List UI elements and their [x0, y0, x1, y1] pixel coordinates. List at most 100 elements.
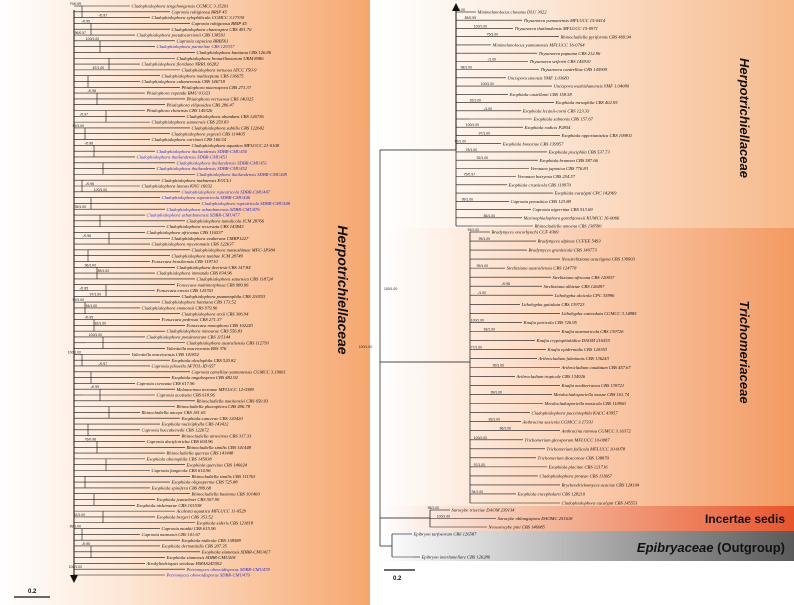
right-taxon-arthrocladium-caudatum-cbs-457-67: Arthrocladium caudatum CBS 457.67: [561, 365, 632, 370]
right-support-value: 83/1.00: [489, 418, 500, 422]
left-taxon-cladophialophora-africanus-cbs-116537: Cladophialophora africanus CBS 116537: [147, 230, 224, 235]
left-support-value: 99/1.00: [73, 124, 84, 128]
left-taxon-cladophialophora-tumbae-jcm-28749: Cladophialophora tumbae JCM 28749: [172, 253, 244, 258]
left-support-value: -/0.97: [79, 112, 88, 116]
right-taxon-metulocladosporiella-musicola-cbs-110960: Metulocladosporiella musicola CBS 110960: [544, 401, 627, 406]
right-support-value: 99/1.00: [479, 237, 490, 241]
right-taxon-bryckendrickomyces-acaciae-cbs-124104: Bryckendrickomyces acaciae CBS 124104: [562, 483, 640, 488]
right-tree: Minimelanolocus clavatus DLU 302298/1.00…: [359, 8, 640, 560]
right-taxon-bradymyces-alpinus-ccfee-5493: Bradymyces alpinus CCFEE 5493: [538, 239, 602, 244]
right-support-value: 99/1.00: [462, 197, 473, 201]
right-taxon-neostrelitziana-acaciigena-cbs-139903: Neostrelitziana acaciigena CBS 139903: [561, 257, 636, 262]
right-taxon-exophiala-radicis-p2854: Exophiala radicis P2854: [524, 125, 572, 130]
left-support-value: 95/1.00: [75, 205, 86, 209]
right-panel-trichomeriaceae-band: [380, 228, 794, 506]
right-taxon-lithohypha-aloicola-cpc-35996: Lithohypha aloicola CPC 35996: [554, 293, 616, 298]
left-support-value: 100/1.00: [89, 333, 102, 337]
left-taxon-petriomyces-obovoidisporus-sdbr-cmu479: Petriomyces obovoidisporus SDBR-CMU479: [166, 573, 251, 578]
left-taxon-cladophialophora-rupestricola-sdbr-cmu446: Cladophialophora rupestricola SDBR-CMU44…: [162, 195, 251, 200]
left-taxon-capronia-mansonii-cbs-101-67: Capronia mansonii CBS 101.67: [142, 532, 201, 537]
left-support-value: -/0.95: [81, 542, 90, 546]
left-taxon-exophiala-cancerae-cbs-120420: Exophiala cancerae CBS 120420: [181, 416, 244, 421]
left-support-value: -/0.97: [98, 362, 107, 366]
left-taxon-phialophora-expanda-bmu-01323: Phialophora expanda BMU 01323: [146, 91, 211, 96]
right-taxon-thysanorea-papuana-cbs-212-96: Thysanorea papuana CBS 212.96: [539, 51, 602, 56]
left-taxon-exophiala-siamensis-sdbr-cmu418: Exophiala siamensis SDBR-CMU418: [166, 555, 237, 560]
left-taxon-capronia-munkii-cbs-615-96: Capronia munkii CBS 615.96: [162, 526, 217, 531]
right-panel-epibryaceae-band: [380, 531, 794, 561]
left-taxon-cladophialophora-multiseptata-cbs-136675: Cladophialophora multiseptata CBS 136675: [162, 73, 245, 78]
right-taxon-capronia-parasitica-cbs-123-88: Capronia parasitica CBS 123.88: [511, 199, 572, 204]
left-support-value: 52/1.00: [74, 513, 85, 517]
left-taxon-exophiala-spinifera-cbs-899-68: Exophiala spinifera CBS 899.68: [151, 486, 212, 491]
right-support-value: 94/1.00: [472, 490, 483, 494]
left-taxon-capronia-buccabenedii-cbs-122672: Capronia buccabenedii CBS 122672: [142, 427, 210, 432]
right-support-value: 99/1.00: [455, 140, 466, 144]
left-support-value: 100/1.00: [94, 188, 107, 192]
left-taxon-cladophialophora-rupestricola-sdbr-cmu447: Cladophialophora rupestricola SDBR-CMU44…: [182, 189, 271, 194]
left-taxon-cladophialophora-thailandensis-sdbr-cmu453: Cladophialophora thailandensis SDBR-CMU4…: [137, 155, 228, 160]
right-taxon-strelitziana-albiziae-cbs-126497: Strelitziana albiziae CBS 126497: [544, 284, 606, 289]
left-taxon-rhinocladiella-phaeophora-cbs-496-78: Rhinocladiella phaeophora CBS 496.78: [176, 404, 251, 409]
right-taxon-bradymyces-graniticola-cbs-140773: Bradymyces graniticola CBS 140773: [529, 248, 598, 253]
left-support-value: 82/1.00: [95, 321, 106, 325]
right-taxon-exophiala-salmonis-cbs-157-67: Exophiala salmonis CBS 157.67: [533, 117, 594, 122]
right-support-value: -/1.00: [487, 57, 496, 61]
right-taxon-veronaea-japonica-cbs-776-83: Veronaea japonica CBS 776.83: [531, 166, 589, 171]
left-taxon-valentiella-maceioensis-bss-376: Valentiella maceioensis BSS 376: [167, 346, 228, 351]
right-taxon-trichomerium-gleosporum-mflucc-10-0087: Trichomerium gleosporum MFLUCC 10-0087: [525, 437, 611, 442]
left-clade-label: Herpotrichiellaceae: [335, 225, 351, 354]
left-support-value: -/0.98: [87, 89, 96, 93]
left-tree: Cladophialophora tengchongensis CGMCC 3.…: [68, 2, 291, 578]
left-taxon-cladophialophora-psammophila-cbs-110553: Cladophialophora psammophila CBS 110553: [182, 294, 266, 299]
right-internal-support: 100/1.00: [384, 287, 397, 291]
right-taxon-exophiala-opportunistica-cbs-109811: Exophiala opportunistica CBS 109811: [561, 133, 633, 138]
left-taxon-phialophora-ellipsoidea-cbs-286-47: Phialophora ellipsoidea CBS 286.47: [166, 102, 235, 107]
left-taxon-cladophialophora-saturnica-cbs-118724: Cladophialophora saturnica CBS 118724: [197, 276, 274, 281]
left-taxon-exophiala-siamensis-sdbr-cmu417: Exophiala siamensis SDBR-CMU417: [201, 549, 272, 554]
right-taxon-knufia-marmoricola-cbs-139726: Knufia marmoricola CBS 139726: [561, 329, 625, 334]
left-support-value: -/0.98: [84, 141, 93, 145]
left-taxon-cladophialophora-floridana-nrrl-66282: Cladophialophora floridana NRRL 66282: [142, 62, 220, 67]
right-support-value: 100/1.00: [474, 24, 487, 28]
right-taxon-cladophialophora-eucalypti-cbs-145551: Cladophialophora eucalypti CBS 145551: [562, 501, 638, 506]
right-root-arrow: [452, 3, 460, 11]
right-taxon-knufia-cryptophialidica-daom-216555: Knufia cryptophialidica DAOM 216555: [536, 338, 611, 343]
left-support-value: 100/1.00: [69, 565, 82, 569]
family-label-epibryaceae-suffix: (Outgroup): [714, 540, 785, 555]
right-taxon-exophiala-encephalarti-cbs-128210: Exophiala encephalarti CBS 128210: [517, 492, 586, 497]
left-taxon-aculeata-aquatica-mflucc-11-0529: Aculeata aquatica MFLUCC 11-0529: [176, 509, 247, 514]
left-taxon-cladophialophora-mycetomatis-cbs-122637: Cladophialophora mycetomatis CBS 122637: [152, 242, 235, 247]
left-taxon-cladophialophora-bantiana-cbs-173-52: Cladophialophora bantiana CBS 173.52: [162, 300, 237, 305]
right-taxon-capronia-nigerrima-cbs-513-69: Capronia nigerrima CBS 513.69: [533, 207, 594, 212]
right-taxon-cladophialophora-pucciniophila-kacc-43957: Cladophialophora pucciniophila KACC 4395…: [532, 410, 619, 415]
left-taxon-cladophialophora-subtilis-cbs-122642: Cladophialophora subtilis CBS 122642: [192, 126, 265, 131]
right-support-value: 100/1.00: [481, 82, 494, 86]
left-taxon-cladophialophora-aquatica-mflucc-21-0108: Cladophialophora aquatica MFLUCC 21-0108: [192, 143, 280, 148]
right-taxon-anthracina-saxicola-cgmcc-3-17331: Anthracina saxicola CGMCC 3.17331: [522, 419, 594, 424]
right-taxon-marinophialophora-garethjonesii-kumcc-16-0066: Marinophialophora garethjonesii KUMCC 16…: [523, 215, 620, 220]
left-support-value: 94/1.00: [86, 304, 97, 308]
right-taxon-exophiala-placitae-cbs-121716: Exophiala placitae CBS 121716: [548, 464, 609, 469]
left-taxon-rhinocladiella-basitona-cbs-101460: Rhinocladiella basitona CBS 101460: [191, 491, 261, 496]
right-taxon-exophiala-castellanii-cbs-158-58: Exophiala castellanii CBS 158.58: [509, 92, 573, 97]
right-taxon-arthrocladium-tropicale-cbs-134926: Arthrocladium tropicale CBS 134926: [516, 374, 586, 379]
left-support-value: -/0.96: [85, 182, 94, 186]
right-taxon-neosorocybe-pini-cbs-146085: Neosorocybe pini CBS 146085: [488, 525, 546, 530]
right-support-value: 86/1.00: [484, 214, 495, 218]
right-taxon-bradymyces-oncorhynchi-ccf-4369: Bradymyces oncorhynchi CCF 4369: [492, 230, 560, 235]
left-taxon-capronia-rubiginosa-brip-45: Capronia rubiginosa BRIP 45: [172, 9, 228, 14]
left-support-value: 97/1.00: [90, 292, 101, 296]
right-taxon-cladophialophora-proteae-cbs-111667: Cladophialophora proteae CBS 111667: [540, 474, 613, 479]
left-taxon-rhinocladiella-similis-cbs-141448: Rhinocladiella similis CBS 141448: [186, 445, 252, 450]
left-taxon-rhinocladiella-mackenziei-cbs-650-93: Rhinocladiella mackenziei CBS 650.93: [196, 398, 269, 403]
left-taxon-cladophialophora-abundans-cbs-126736: Cladophialophora abundans CBS 126736: [187, 114, 265, 119]
left-taxon-exophiala-bergeri-cbs-353-52: Exophiala bergeri CBS 353.52: [156, 515, 214, 520]
left-taxon-cladophialophora-xylophilicula-cgmcc-3-17330: Cladophialophora xylophilicula CGMCC 3.1…: [152, 15, 245, 20]
left-taxon-rhinocladiella-similis-cbs-111763: Rhinocladiella similis CBS 111763: [191, 474, 256, 479]
left-support-value: -/0.95: [81, 19, 90, 23]
left-taxon-cladophialophora-emmonsii-cbs-979-96: Cladophialophora emmonsii CBS 979.96: [142, 306, 219, 311]
right-support-value: 100/1.00: [471, 318, 484, 322]
left-support-value: 87/1.00: [93, 66, 104, 70]
right-taxon-exophiala-mesophila-cbs-402-95: Exophiala mesophila CBS 402.95: [555, 100, 619, 105]
